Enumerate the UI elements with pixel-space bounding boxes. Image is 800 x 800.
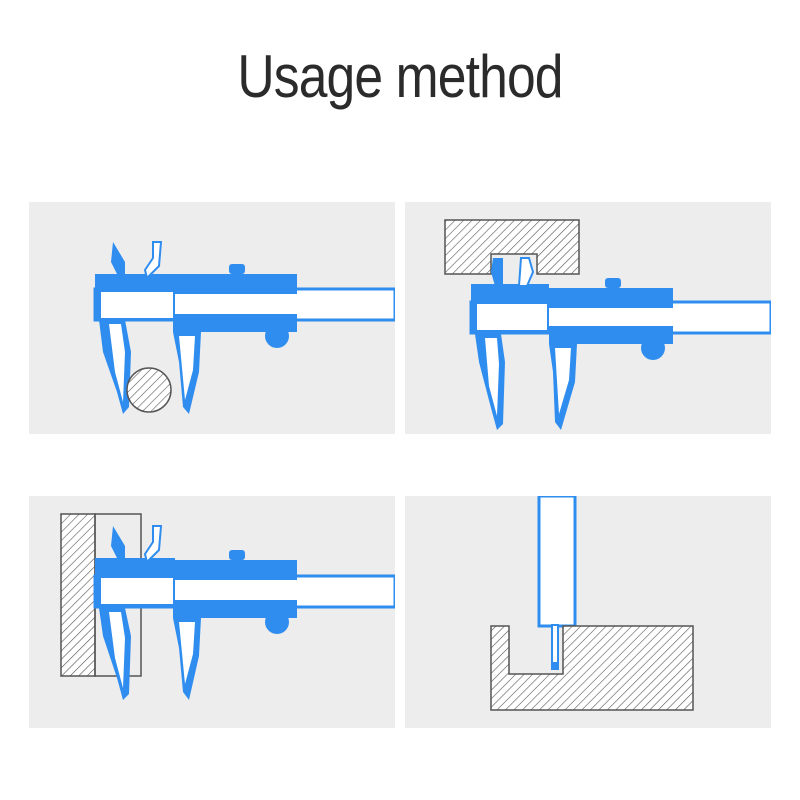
step-measure-caliper-illustration <box>60 513 395 700</box>
slotted-workpiece <box>444 219 580 275</box>
stepped-workpiece <box>60 513 96 677</box>
round-workpiece <box>126 367 172 413</box>
depth-measure-caliper-illustration <box>490 496 694 711</box>
slider-bottom <box>549 326 673 344</box>
thumb-wheel <box>265 610 289 634</box>
slider-top <box>549 288 673 308</box>
grooved-workpiece <box>490 625 694 711</box>
slider-upper-prong <box>517 257 535 287</box>
step-measure-panel <box>29 496 395 728</box>
thumb-wheel <box>641 336 665 360</box>
slider-bottom <box>173 600 297 618</box>
slider-upper-prong <box>143 525 163 564</box>
thumb-screw <box>229 264 245 274</box>
fixed-upper-prong <box>111 242 125 274</box>
slider-top <box>173 274 297 294</box>
fixed-upper-prong <box>491 258 503 286</box>
outer-measure-caliper-illustration <box>93 241 395 414</box>
thumb-screw <box>605 278 621 288</box>
thumb-screw <box>229 550 245 560</box>
fixed-upper-prong <box>111 526 125 558</box>
page-title: Usage method <box>237 43 563 110</box>
slider-top <box>173 560 297 580</box>
inner-diameter-panel <box>405 202 771 434</box>
thumb-wheel <box>265 324 289 348</box>
outer-diameter-panel <box>29 202 395 434</box>
depth-measure-panel <box>405 496 771 728</box>
slider-upper-prong <box>143 241 163 280</box>
slider-bottom <box>173 314 297 332</box>
inner-measure-caliper-illustration <box>444 219 771 430</box>
caliper-beam-vertical <box>537 496 577 628</box>
